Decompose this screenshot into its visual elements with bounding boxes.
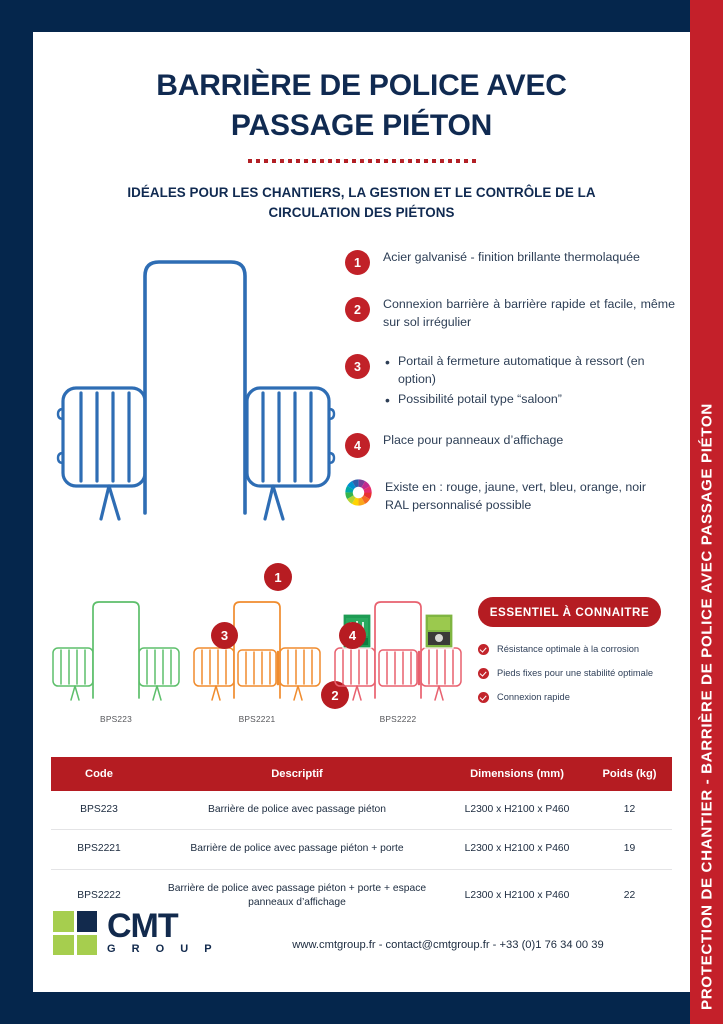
check-circle-icon <box>478 692 489 704</box>
footer: CMT G R O U P www.cmtgroup.fr - contact@… <box>33 897 690 992</box>
barrier-illustration <box>56 260 336 522</box>
table-header-dimensions: Dimensions (mm) <box>447 757 587 791</box>
color-availability-text: Existe en : rouge, jaune, vert, bleu, or… <box>385 479 646 515</box>
content-card: BARRIÈRE DE POLICE AVEC PASSAGE PIÉTON I… <box>33 32 690 992</box>
logo-wordmark: CMT G R O U P <box>107 907 219 956</box>
feature-item-4: 4 Place pour panneaux d’affichage <box>345 432 675 459</box>
variant-badge-3: 3 <box>211 622 238 649</box>
cell-poids: 19 <box>587 829 672 870</box>
feature-text: Connexion barrière à barrière rapide et … <box>383 297 675 330</box>
cell-poids: 12 <box>587 791 672 831</box>
cell-code: BPS2222 <box>77 890 121 902</box>
color-line-2: RAL personnalisé possible <box>385 498 532 513</box>
feature-item-2: 2 Connexion barrière à barrière rapide e… <box>345 296 675 332</box>
table-header-poids: Poids (kg) <box>587 757 672 791</box>
variant-label: BPS2222 <box>379 714 417 724</box>
logo-squares-icon <box>53 911 97 956</box>
variant-illustration-orange <box>193 601 321 701</box>
product-table: Code Descriptif Dimensions (mm) Poids (k… <box>51 757 672 923</box>
callout-badge-1: 1 <box>264 563 292 592</box>
color-line-1: Existe en : rouge, jaune, vert, bleu, or… <box>385 480 647 495</box>
page-title: BARRIÈRE DE POLICE AVEC PASSAGE PIÉTON <box>156 69 567 142</box>
feature-text: Place pour panneaux d’affichage <box>383 433 564 448</box>
signage-panel-right <box>424 613 454 649</box>
hero-section: 1 2 1 Acier galvanisé - finition brillan… <box>33 241 690 710</box>
essentiel-item: Connexion rapide <box>478 691 678 704</box>
essentiel-item-label: Connexion rapide <box>497 692 570 703</box>
variant-label: BPS223 <box>100 714 132 724</box>
logo-main-text: CMT <box>107 907 179 945</box>
table-row: BPS2222 Barrière de police avec passage … <box>51 869 672 922</box>
cell-descriptif: Barrière de police avec passage piéton <box>147 791 447 831</box>
feature-text: Portail à fermeture automatique à ressor… <box>383 352 675 411</box>
feature-item-1: 1 Acier galvanisé - finition brillante t… <box>345 249 675 276</box>
page-subtitle: IDÉALES POUR LES CHANTIERS, LA GESTION E… <box>127 185 596 221</box>
vertical-side-band: PROTECTION DE CHANTIER - BARRIÈRE DE POL… <box>690 0 723 1024</box>
table-header-descriptif: Descriptif <box>147 757 447 791</box>
variant-illustration-green <box>52 601 180 701</box>
feature-number: 4 <box>345 433 370 459</box>
essentiel-item: Pieds fixes pour une stabilité optimale <box>478 667 678 680</box>
check-circle-icon <box>478 668 489 680</box>
essentiel-item-label: Résistance optimale à la corrosion <box>497 644 640 654</box>
feature-bullet: Portail à fermeture automatique à ressor… <box>383 352 675 389</box>
cell-code: BPS2221 <box>51 829 147 870</box>
color-availability-row: Existe en : rouge, jaune, vert, bleu, or… <box>345 479 675 515</box>
table-header-code: Code <box>51 757 147 791</box>
feature-bullet: Possibilité potail type “saloon” <box>383 390 675 410</box>
feature-number: 3 <box>345 354 370 380</box>
essentiel-heading: ESSENTIEL À CONNAITRE <box>478 597 661 627</box>
essentiel-panel: ESSENTIEL À CONNAITRE Résistance optimal… <box>478 597 678 715</box>
cell-poids: 22 <box>623 890 636 902</box>
table-row: BPS223 Barrière de police avec passage p… <box>51 791 672 831</box>
cmt-logo: CMT G R O U P <box>53 907 219 956</box>
feature-text: Acier galvanisé - finition brillante the… <box>383 250 640 265</box>
essentiel-item-label: Pieds fixes pour une stabilité optimale <box>497 668 654 679</box>
feature-item-3: 3 Portail à fermeture automatique à ress… <box>345 352 675 411</box>
cell-dimensions: L2300 x H2100 x P460 <box>464 890 570 902</box>
cell-descriptif: Barrière de police avec passage piéton +… <box>167 882 427 909</box>
contact-info: www.cmtgroup.fr - contact@cmtgroup.fr - … <box>292 939 604 951</box>
variant-bps223: BPS223 <box>51 592 181 724</box>
cell-descriptif: Barrière de police avec passage piéton +… <box>147 829 447 870</box>
logo-sub-text: G R O U P <box>107 943 219 956</box>
variant-bps2221: BPS2221 <box>192 592 322 724</box>
table-header-row: Code Descriptif Dimensions (mm) Poids (k… <box>51 757 672 791</box>
side-band-label: PROTECTION DE CHANTIER - BARRIÈRE DE POL… <box>698 403 715 1010</box>
essentiel-item: Résistance optimale à la corrosion <box>478 643 678 655</box>
feature-number: 1 <box>345 250 370 276</box>
variant-gallery: BPS223 <box>51 592 481 742</box>
cell-dimensions: L2300 x H2100 x P460 <box>447 829 587 870</box>
check-circle-icon <box>478 644 489 655</box>
cell-code: BPS223 <box>51 791 147 831</box>
variant-label: BPS2221 <box>238 714 276 724</box>
variant-badge-4: 4 <box>339 622 366 649</box>
color-wheel-icon <box>345 479 372 506</box>
dotted-divider <box>247 159 476 166</box>
feature-list: 1 Acier galvanisé - finition brillante t… <box>345 249 675 515</box>
table-row: BPS2221 Barrière de police avec passage … <box>51 829 672 870</box>
cell-dimensions: L2300 x H2100 x P460 <box>447 791 587 831</box>
feature-number: 2 <box>345 297 370 323</box>
